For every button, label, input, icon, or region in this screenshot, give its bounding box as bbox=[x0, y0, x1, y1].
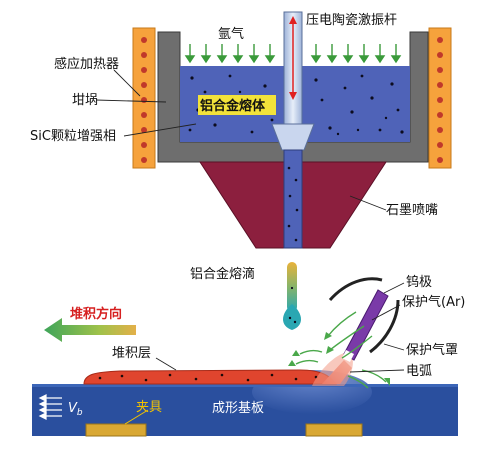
fixture-left bbox=[85, 423, 147, 437]
graphite-nozzle-label: 石墨喷嘴 bbox=[386, 203, 438, 218]
deposit-particles bbox=[98, 373, 318, 382]
leader-lines bbox=[95, 69, 405, 373]
shield-gas-arrowheads bbox=[288, 332, 390, 386]
melt-label-bg bbox=[198, 95, 276, 115]
deposit-layer-label: 堆积层 bbox=[112, 346, 151, 361]
substrate-top-line bbox=[32, 384, 458, 387]
aluminum-droplet bbox=[283, 262, 301, 330]
channel-particles bbox=[287, 166, 299, 242]
substrate-label: 成形基板 bbox=[212, 401, 264, 416]
deposit-direction-arrow bbox=[44, 318, 136, 342]
shield-gas-cover bbox=[328, 277, 383, 302]
deposit-direction-label: 堆积方向 bbox=[70, 306, 122, 322]
velocity-label: Vb bbox=[68, 401, 83, 418]
shield-cover-label: 保护气罩 bbox=[406, 342, 458, 358]
sic-phase-label: SiC颗粒增强相 bbox=[30, 129, 116, 144]
arc-glow bbox=[312, 352, 353, 386]
fixture-right bbox=[305, 423, 363, 437]
vibration-arrow bbox=[289, 16, 297, 100]
nozzle-channel bbox=[283, 149, 303, 249]
shield-gas-cover-2 bbox=[369, 299, 400, 354]
fixture-leader bbox=[124, 409, 149, 425]
velocity-symbol: V bbox=[68, 401, 78, 416]
velocity-arrows bbox=[38, 394, 62, 420]
velocity-subscript: b bbox=[77, 408, 83, 418]
induction-heater-right bbox=[428, 27, 452, 169]
arc-label: 电弧 bbox=[406, 364, 432, 379]
tungsten-label: 钨极 bbox=[406, 274, 432, 290]
induction-heater-left bbox=[132, 27, 156, 169]
argon-arrows bbox=[184, 44, 402, 64]
argon-label: 氩气 bbox=[218, 26, 244, 42]
droplet-label: 铝合金熔滴 bbox=[190, 266, 255, 282]
crucible-label: 坩埚 bbox=[72, 93, 98, 108]
shield-gas-arrows bbox=[295, 311, 387, 389]
piezo-rod-label: 压电陶瓷激振杆 bbox=[306, 12, 397, 28]
melt-label: 铝合金熔体 bbox=[200, 98, 266, 114]
fixture-label: 夹具 bbox=[136, 400, 162, 415]
shield-gas-label: 保护气(Ar) bbox=[402, 294, 465, 310]
rod-tip bbox=[271, 123, 315, 151]
tungsten-torch bbox=[342, 289, 389, 362]
induction-heater-label: 感应加热器 bbox=[54, 56, 119, 72]
